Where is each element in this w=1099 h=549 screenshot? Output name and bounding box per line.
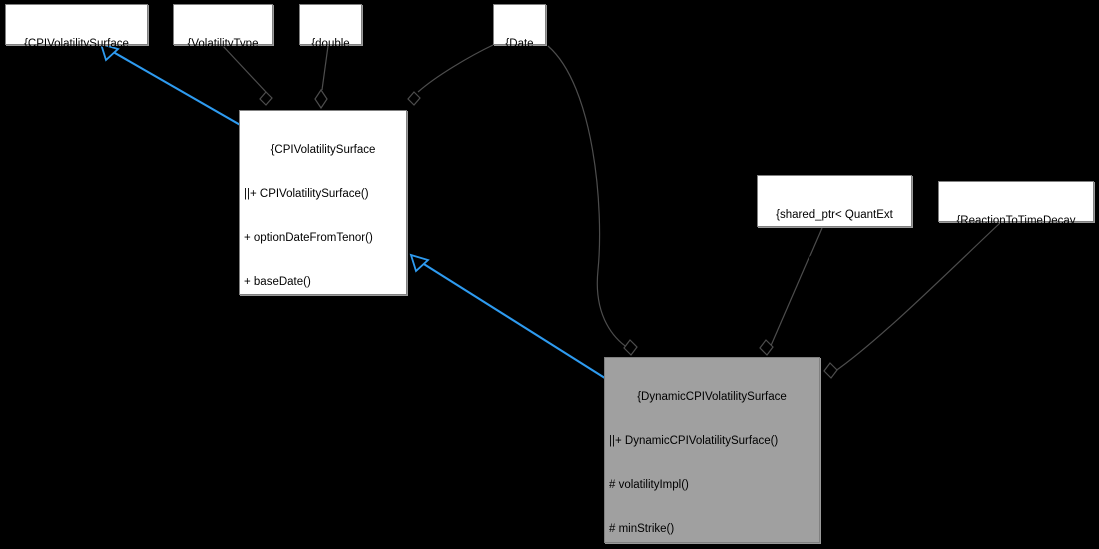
node-subtitle: ||} <box>514 81 525 94</box>
edge-inherit-dynamic-to-cpi-detail <box>418 260 609 381</box>
class-member: + volatility() <box>244 450 303 463</box>
node-subtitle: ||} <box>1011 258 1021 271</box>
aggregation-diamond-shared-ptr <box>759 339 774 356</box>
node-shared-ptr-cpi-volatility-surface[interactable]: {shared_ptr< QuantExt ::CPIVolatilitySur… <box>757 175 912 309</box>
class-member: + displacement() <box>244 363 330 376</box>
class-title: {DynamicCPIVolatilitySurface <box>637 391 787 404</box>
node-volatility-type[interactable]: {VolatilityType ||} <box>173 4 273 94</box>
class-member: ||+ CPIVolatilitySurface() <box>244 187 369 200</box>
node-title: {VolatilityType <box>187 38 259 51</box>
node-title: {CPIVolatilitySurface <box>24 38 129 51</box>
node-date-type[interactable]: {Date ||} <box>493 4 546 94</box>
class-member: # minStrike() <box>609 522 675 535</box>
class-member: ||+ DynamicCPIVolatilitySurface() <box>609 434 779 447</box>
aggregation-diamond-date-left <box>407 91 421 106</box>
node-subtitle: ||} <box>325 81 336 94</box>
node-line-2: ::CPIVolatilitySurface > <box>775 252 894 265</box>
class-member: + isLogNormal() <box>244 406 327 419</box>
class-member: # volatilityImpl() <box>609 478 689 491</box>
node-double-type[interactable]: {double ||} <box>299 4 362 94</box>
class-member: + volatilityType() <box>244 319 328 332</box>
node-title: {ReactionToTimeDecay <box>956 215 1076 228</box>
node-cpi-volatility-surface-base[interactable]: {CPIVolatilitySurface ||} <box>5 4 148 94</box>
class-member: + atmStrike() <box>244 494 311 507</box>
node-title: {Date <box>505 38 534 51</box>
node-subtitle: ||} <box>218 81 228 94</box>
node-line-3: ||} <box>829 296 840 309</box>
node-dynamic-cpi-volatility-surface[interactable]: {DynamicCPIVolatilitySurface ||+ Dynamic… <box>604 357 820 543</box>
class-member: + capFloorStartDate() <box>244 538 355 549</box>
node-line-1: {shared_ptr< QuantExt <box>776 209 893 222</box>
edge-date-to-dynamic <box>547 45 629 349</box>
class-member: + optionDateFromTenor() <box>244 231 373 244</box>
node-title: {double <box>311 38 350 51</box>
aggregation-diamond-reaction <box>823 362 838 379</box>
node-subtitle: ||} <box>71 81 82 94</box>
node-cpi-volatility-surface-detail[interactable]: {CPIVolatilitySurface ||+ CPIVolatilityS… <box>239 110 407 549</box>
aggregation-diamond-date-dynamic <box>623 339 638 356</box>
node-reaction-to-time-decay[interactable]: {ReactionToTimeDecay ||} <box>938 181 1094 271</box>
class-member: + baseDate() <box>244 275 311 288</box>
edge-date-to-cpi-detail <box>417 44 494 93</box>
inheritance-arrowhead-cpi-detail <box>409 253 430 273</box>
class-title: {CPIVolatilitySurface <box>270 144 376 157</box>
